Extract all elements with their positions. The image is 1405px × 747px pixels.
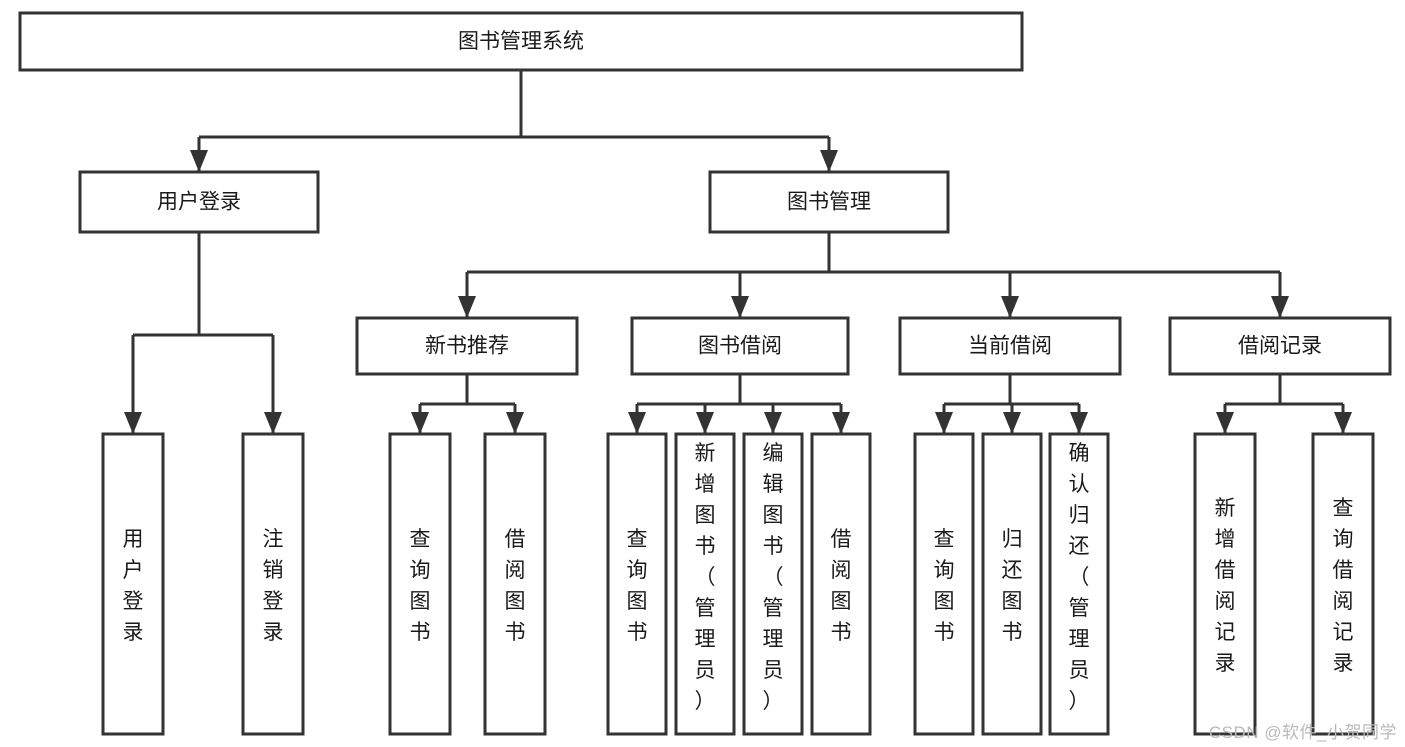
node-book-borrow[interactable]: 图书借阅 [630,316,850,376]
csdn-watermark: CSDN @软件_小贺同学 [1208,723,1397,742]
node-label-leaf-query-book-recommend: 查询图书 [410,528,431,644]
node-user-login[interactable]: 用户登录 [78,170,320,234]
node-leaf-edit-book[interactable]: 编辑图书（管理员） [742,432,804,736]
node-box-root [18,11,1024,72]
nodes-layer: 图书管理系统用户登录图书管理新书推荐图书借阅当前借阅借阅记录用户登录注销登录查询… [18,11,1392,736]
node-label-leaf-borrow-book-recommend: 借阅图书 [505,528,526,644]
node-label-leaf-query-book-borrow: 查询图书 [627,528,648,644]
node-label-leaf-user-login: 用户登录 [123,528,144,644]
arrow-head-icon [764,412,782,434]
node-label-leaf-add-book: 新增图书（管理员） [695,442,716,713]
node-label-book-manage: 图书管理 [787,191,871,214]
node-leaf-user-login[interactable]: 用户登录 [101,432,165,736]
node-current-borrow[interactable]: 当前借阅 [898,316,1122,376]
arrow-head-icon [820,150,838,172]
node-box-leaf-borrow-book [810,432,872,736]
node-box-current-borrow [898,316,1122,376]
node-label-new-book-recommend: 新书推荐 [425,335,509,358]
node-root[interactable]: 图书管理系统 [18,11,1024,72]
node-box-leaf-add-borrow-record [1193,432,1257,736]
node-label-leaf-return-book: 归还图书 [1002,528,1023,644]
node-book-manage[interactable]: 图书管理 [708,170,950,234]
edges-layer [124,70,1352,434]
arrow-head-icon [832,412,850,434]
arrow-head-icon [264,412,282,434]
node-label-leaf-user-logout: 注销登录 [263,528,284,644]
node-new-book-recommend[interactable]: 新书推荐 [355,316,579,376]
node-leaf-query-borrow-record[interactable]: 查询借阅记录 [1311,432,1375,736]
node-label-leaf-query-borrow-record: 查询借阅记录 [1333,497,1354,675]
node-box-leaf-query-book-borrow [606,432,668,736]
node-box-leaf-confirm-return [1048,432,1110,736]
arrow-head-icon [628,412,646,434]
node-box-leaf-user-logout [241,432,305,736]
node-label-user-login: 用户登录 [157,191,241,214]
node-leaf-query-book-current[interactable]: 查询图书 [913,432,975,736]
arrow-head-icon [731,296,749,318]
node-box-user-login [78,170,320,234]
arrow-head-icon [458,296,476,318]
node-leaf-add-borrow-record[interactable]: 新增借阅记录 [1193,432,1257,736]
node-box-leaf-edit-book [742,432,804,736]
arrow-head-icon [1070,412,1088,434]
node-box-book-manage [708,170,950,234]
arrow-head-icon [1003,412,1021,434]
arrow-head-icon [506,412,524,434]
arrow-head-icon [1001,296,1019,318]
arrow-head-icon [124,412,142,434]
node-label-current-borrow: 当前借阅 [968,335,1052,358]
node-borrow-record[interactable]: 借阅记录 [1168,316,1392,376]
arrow-head-icon [411,412,429,434]
node-box-new-book-recommend [355,316,579,376]
node-box-leaf-user-login [101,432,165,736]
node-label-leaf-edit-book: 编辑图书（管理员） [763,442,784,713]
node-leaf-borrow-book[interactable]: 借阅图书 [810,432,872,736]
arrow-head-icon [1216,412,1234,434]
node-box-leaf-query-book-current [913,432,975,736]
node-label-book-borrow: 图书借阅 [698,335,782,358]
node-leaf-add-book[interactable]: 新增图书（管理员） [674,432,736,736]
node-label-leaf-query-book-current: 查询图书 [934,528,955,644]
node-label-leaf-confirm-return: 确认归还（管理员） [1069,442,1090,713]
arrow-head-icon [696,412,714,434]
node-label-leaf-add-borrow-record: 新增借阅记录 [1215,497,1236,675]
node-leaf-query-book-borrow[interactable]: 查询图书 [606,432,668,736]
arrow-head-icon [1271,296,1289,318]
node-leaf-return-book[interactable]: 归还图书 [981,432,1043,736]
node-box-leaf-borrow-book-recommend [483,432,547,736]
node-label-leaf-borrow-book: 借阅图书 [831,528,852,644]
node-leaf-confirm-return[interactable]: 确认归还（管理员） [1048,432,1110,736]
node-leaf-query-book-recommend[interactable]: 查询图书 [388,432,452,736]
node-box-leaf-query-book-recommend [388,432,452,736]
node-box-leaf-add-book [674,432,736,736]
node-box-leaf-return-book [981,432,1043,736]
node-leaf-user-logout[interactable]: 注销登录 [241,432,305,736]
node-box-borrow-record [1168,316,1392,376]
node-label-borrow-record: 借阅记录 [1238,335,1322,358]
arrow-head-icon [935,412,953,434]
node-box-leaf-query-borrow-record [1311,432,1375,736]
node-label-root: 图书管理系统 [458,30,584,53]
arrow-head-icon [190,150,208,172]
arrow-head-icon [1334,412,1352,434]
node-leaf-borrow-book-recommend[interactable]: 借阅图书 [483,432,547,736]
node-box-book-borrow [630,316,850,376]
